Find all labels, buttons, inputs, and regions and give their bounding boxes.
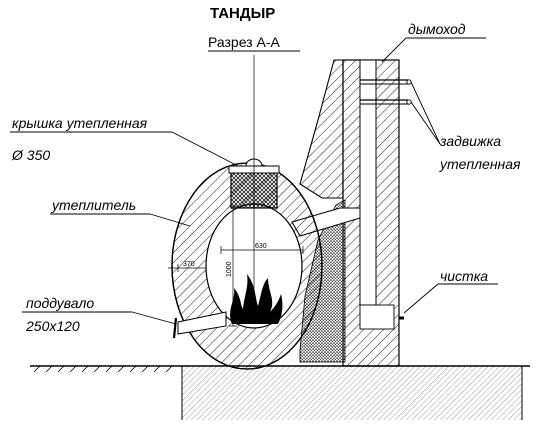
label-lid-diameter: Ø 350 [11,147,50,163]
sloped-wall [299,59,344,199]
label-insulation: утеплитель [51,197,136,213]
label-ash-pit-line2: 250х120 [25,318,80,334]
dimension-wall: 370 [183,261,195,268]
foundation [30,365,530,420]
flame-icon [230,274,283,324]
label-cleanout: чистка [440,268,488,284]
dimension-height: 1000 [226,261,233,277]
diagram-subtitle: Разрез А-А [208,34,280,50]
dimension-width: 630 [255,243,267,250]
label-damper-line1: задвижка [439,133,501,149]
label-ash-pit-line1: поддувало [26,295,94,311]
chimney-column [342,59,412,367]
label-damper-line2: утепленная [439,156,521,172]
dimension-lines [168,205,304,327]
diagram-title: ТАНДЫР [210,5,275,22]
leader-lines [10,37,498,325]
label-lid: крышка утепленная [12,115,148,131]
label-chimney: дымоход [408,21,466,37]
ash-pit-channel [177,311,227,335]
